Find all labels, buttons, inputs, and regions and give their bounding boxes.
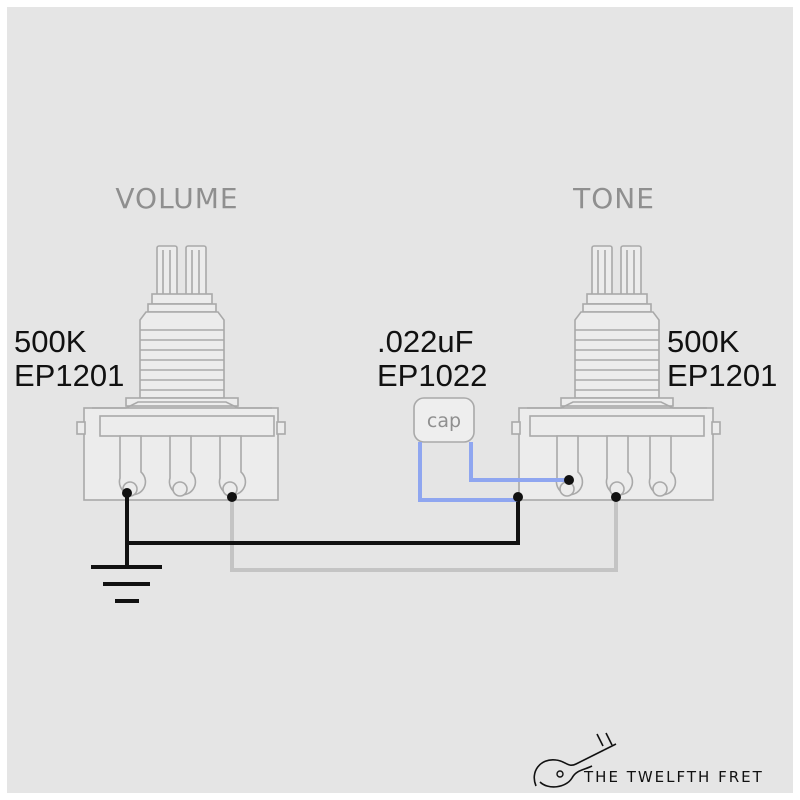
capacitor: cap [413,397,475,443]
solder-point [122,488,132,498]
solder-point [611,492,621,502]
solder-points [122,475,621,502]
volume-pot-shaft [147,245,217,313]
solder-point [564,475,574,485]
capacitor-body-label: cap [427,410,461,432]
brand-name: THE TWELFTH FRET [583,768,764,786]
tone-title: TONE [572,182,655,215]
cap-part-label: EP1022 [377,358,487,393]
cap-value-label: .022uF [377,324,474,359]
signal-wire [230,496,618,572]
tone-pot [511,245,721,501]
ground-symbol-icon [91,565,162,603]
tone-part-label: EP1201 [667,358,777,393]
guitar-logo-icon [533,732,617,788]
solder-point [513,492,523,502]
volume-value-label: 500K [14,324,87,359]
tone-pot-shaft [582,245,652,313]
tone-pot-bushing [560,311,674,407]
volume-pot-lugs [118,435,247,497]
volume-title: VOLUME [115,182,238,215]
tone-pot-lugs [555,435,677,497]
volume-pot-bushing [125,311,239,407]
tone-value-label: 500K [667,324,740,359]
ground-wire [127,497,520,545]
solder-point [227,492,237,502]
cap-lead-right [469,442,569,482]
capacitor-body [413,397,475,443]
volume-pot [76,245,286,501]
volume-part-label: EP1201 [14,358,124,393]
wires [125,442,618,572]
cap-lead-left [418,442,518,502]
